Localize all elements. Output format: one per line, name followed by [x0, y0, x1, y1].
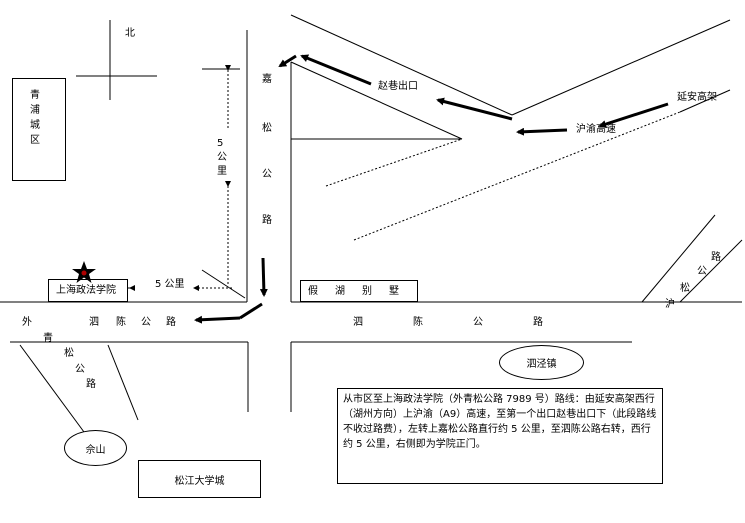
- route-description: 从市区至上海政法学院（外青松公路 7989 号）路线：由延安高架西行（湖州方向）…: [337, 388, 663, 484]
- villa-label: 假湖别墅: [308, 286, 399, 297]
- villa-box: [300, 280, 418, 302]
- qingpu-box: [12, 78, 66, 181]
- sheshan-label: 佘山: [85, 444, 106, 456]
- jiasong-road: [246, 30, 292, 412]
- north-label: 北: [125, 28, 135, 39]
- university-town-label: 松江大学城: [174, 475, 225, 487]
- huyu-label: 沪渝高速: [576, 124, 616, 135]
- route-text: 从市区至上海政法学院（外青松公路 7989 号）路线：由延安高架西行（湖州方向）…: [343, 394, 657, 450]
- zhao-exit-label: 赵巷出口: [378, 81, 418, 92]
- highway: [290, 14, 731, 241]
- five-km-horizontal-label: 5 公里: [155, 279, 185, 290]
- wai-sichen-road-label: 外泗陈公路: [22, 317, 176, 328]
- sichen-road: [0, 301, 742, 343]
- five-km-vertical-label: 5 公 里: [217, 138, 227, 177]
- university-town-box: 松江大学城: [138, 460, 261, 498]
- school-star-icon: [72, 261, 96, 283]
- jiasong-road-label: 嘉 松 公 路: [262, 74, 272, 226]
- north-compass: [76, 20, 157, 100]
- qingsong-road: [19, 344, 139, 433]
- sichen-road-right-label: 泗陈公路: [353, 317, 543, 328]
- husong-road: [641, 214, 743, 303]
- school-label: 上海政法学院: [56, 285, 116, 296]
- sheshan-town: 佘山: [64, 430, 127, 466]
- sijing-label: 泗泾镇: [526, 359, 557, 370]
- sijing-town: 泗泾镇: [499, 345, 584, 380]
- qingpu-label: 青浦城区: [30, 90, 40, 146]
- yanan-label: 延安高架: [677, 92, 717, 103]
- distance-markers: [124, 65, 232, 291]
- route-arrows: [194, 54, 669, 324]
